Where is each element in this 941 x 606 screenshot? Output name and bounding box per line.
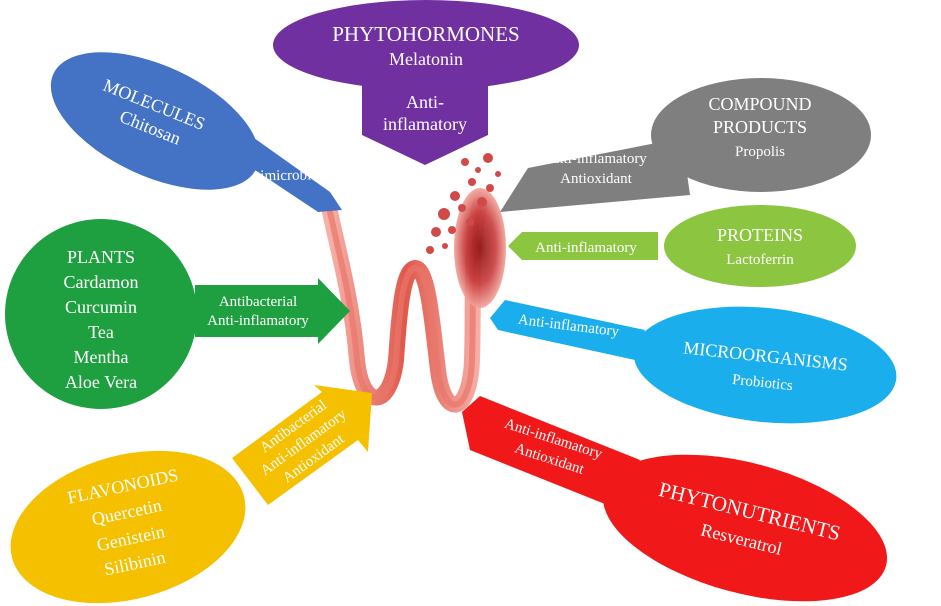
- compound-products-arrow: [500, 138, 690, 212]
- plants-ellipse: [5, 219, 197, 409]
- plants-node: PLANTS Cardamon Curcumin Tea Mentha Aloe…: [5, 219, 350, 409]
- microorganisms-example: Probiotics: [731, 372, 793, 394]
- proteins-node: Anti-inflamatory PROTEINS Lactoferrin: [508, 205, 856, 287]
- plants-effect-1: Antibacterial: [219, 294, 297, 310]
- phytohormones-title: PHYTOHORMONES: [332, 22, 519, 46]
- flavonoids-node: Antibacterial Anti-inflamatory Antioxida…: [10, 385, 372, 604]
- phytonutrients-node: Anti-inflamatory Antioxidant PHYTONUTRIE…: [462, 396, 888, 602]
- plants-effect-2: Anti-inflamatory: [207, 313, 309, 329]
- phytohormones-arrow: [362, 85, 488, 165]
- proteins-title: PROTEINS: [717, 225, 803, 245]
- compound-products-effect-1: Anti-inflamatory: [545, 151, 647, 167]
- tissue-fragments: [426, 153, 501, 254]
- compound-products-effect-2: Antioxidant: [560, 171, 632, 187]
- compound-products-ellipse: [651, 78, 871, 192]
- phytohormones-effect-2: inflamatory: [383, 114, 467, 134]
- compound-products-example: Propolis: [735, 144, 785, 160]
- proteins-effect: Anti-inflamatory: [535, 240, 637, 256]
- flavonoids-arrow: [232, 385, 372, 505]
- compound-products-title-1: COMPOUND: [708, 94, 811, 114]
- proteins-example: Lactoferrin: [726, 252, 794, 268]
- microorganisms-node: Anti-inflamatory MICROORGANISMS Probioti…: [490, 300, 897, 424]
- proteins-arrow: [508, 232, 658, 260]
- compound-products-node: Anti-inflamatory Antioxidant COMPOUND PR…: [500, 78, 871, 212]
- periodontal-tissue-illustration: [322, 153, 506, 413]
- molecules-ellipse: [50, 52, 260, 190]
- plants-title: PLANTS: [67, 247, 135, 267]
- phytohormones-example: Melatonin: [389, 49, 463, 69]
- plants-example-5: Aloe Vera: [65, 372, 137, 392]
- molecules-effect: Antimicrobial: [238, 167, 322, 184]
- flavonoids-ellipse: [10, 450, 246, 604]
- microorganisms-ellipse: [633, 306, 897, 424]
- plants-arrow: [195, 278, 350, 344]
- inflamed-lesion: [454, 188, 506, 308]
- molecules-node: Antimicrobial MOLECULES Chitosan: [50, 52, 342, 212]
- phytohormones-effect-1: Anti-: [406, 92, 444, 112]
- phytonutrients-ellipse: [602, 454, 888, 602]
- plants-example-2: Curcumin: [65, 297, 137, 317]
- phytohormones-ellipse: [273, 0, 579, 90]
- proteins-ellipse: [664, 205, 856, 287]
- plants-example-4: Mentha: [74, 347, 129, 367]
- phytohormones-node: PHYTOHORMONES Melatonin Anti- inflamator…: [273, 0, 579, 165]
- plants-example-1: Cardamon: [64, 272, 139, 292]
- phytonutrients-arrow: [462, 396, 640, 510]
- compound-products-title-2: PRODUCTS: [713, 117, 807, 137]
- microorganisms-arrow: [490, 300, 645, 360]
- plants-example-3: Tea: [88, 322, 114, 342]
- gum-inner: [327, 202, 483, 408]
